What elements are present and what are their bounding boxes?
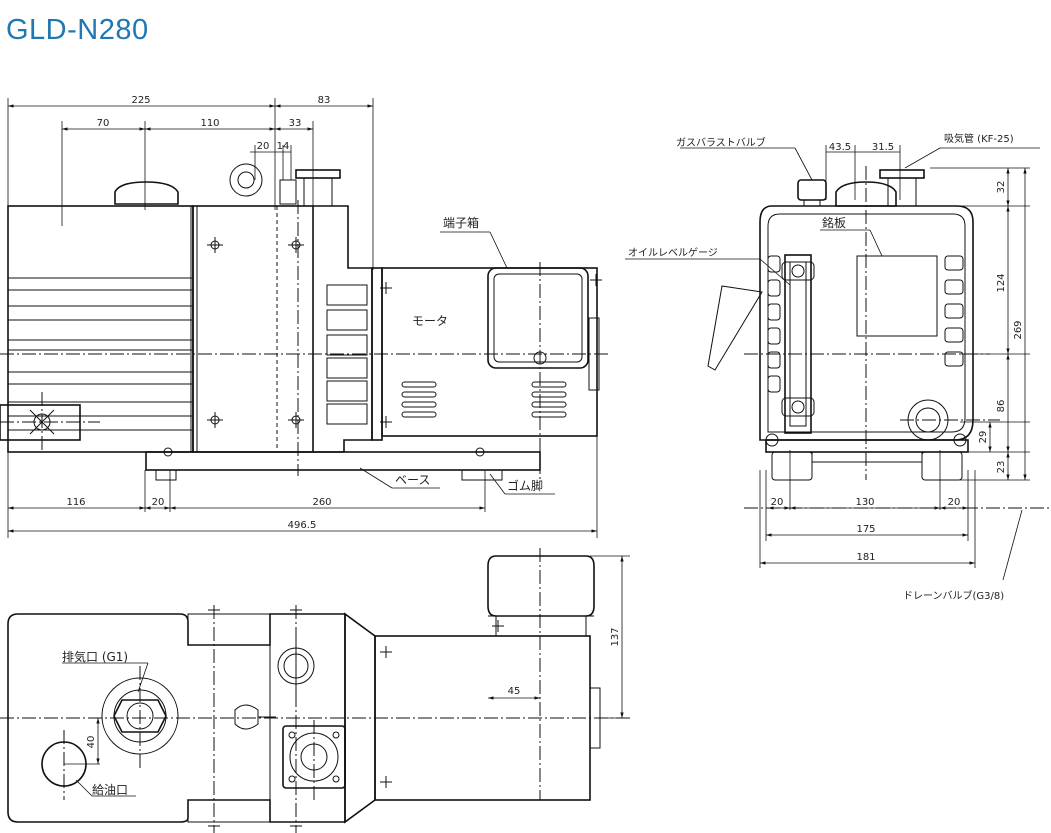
label-exhaust-port: 排気口 (G1) [62,649,128,664]
dim-260: 260 [312,497,331,508]
label-oil-level-gauge: オイルレベルゲージ [628,247,718,259]
label-intake-pipe: 吸気管 (KF-25) [944,132,1014,145]
top-centerlines [0,548,630,833]
dim-14: 14 [277,141,290,152]
side-centerlines [744,166,1051,509]
front-view: 225 83 70 110 33 20 14 116 20 260 496.5 … [0,95,610,538]
dim-124: 124 [996,273,1007,292]
dim-20-base: 20 [152,497,165,508]
side-extension-lines [759,145,1030,568]
dim-20-top: 20 [257,141,270,152]
front-extension-lines [7,98,598,538]
dim-40: 40 [86,736,97,749]
dim-23: 23 [996,461,1007,474]
dim-29: 29 [978,431,989,444]
front-pump-body [0,163,373,453]
dim-110: 110 [200,118,219,129]
label-gas-ballast-valve: ガスバラストバルブ [676,136,766,149]
dim-116: 116 [66,497,85,508]
dim-181: 181 [856,552,875,563]
front-leaders [359,231,555,495]
top-motor [374,555,601,801]
dim-86: 86 [996,400,1007,413]
label-oil-fill-port: 給油口 [92,783,128,797]
front-dimension-lines [8,104,597,533]
side-view: 43.5 31.5 32 124 269 86 29 23 20 130 20 … [625,132,1051,602]
dim-175: 175 [856,524,875,535]
side-pump-body [707,169,974,481]
dim-31-5: 31.5 [872,142,894,153]
dim-43-5: 43.5 [829,142,851,153]
label-base: ベース [395,473,430,487]
dim-225: 225 [131,95,150,106]
front-centerlines [0,200,610,480]
dim-20-left: 20 [771,497,784,508]
label-nameplate: 銘板 [822,215,846,230]
dim-33: 33 [289,118,302,129]
dim-70: 70 [97,118,110,129]
front-base [145,447,541,481]
dim-20-right: 20 [948,497,961,508]
dim-269: 269 [1013,320,1024,339]
dim-83: 83 [318,95,331,106]
dim-130: 130 [855,497,874,508]
dim-137: 137 [610,627,621,646]
dim-32: 32 [996,181,1007,194]
label-drain-valve: ドレーンバルブ(G3/8) [903,589,1004,602]
label-terminal-box: 端子箱 [443,215,479,230]
dim-496-5: 496.5 [288,520,317,531]
top-leaders [62,662,149,797]
front-motor [371,267,602,441]
drawing-title: GLD-N280 [6,14,149,46]
dim-45: 45 [508,686,521,697]
label-motor: モータ [412,314,448,328]
label-rubber-foot: ゴム脚 [507,478,543,493]
side-leaders [625,147,1040,581]
top-dimension-lines [64,555,630,765]
top-view: 137 45 40 排気口 (G1) 給油口 [0,548,630,833]
